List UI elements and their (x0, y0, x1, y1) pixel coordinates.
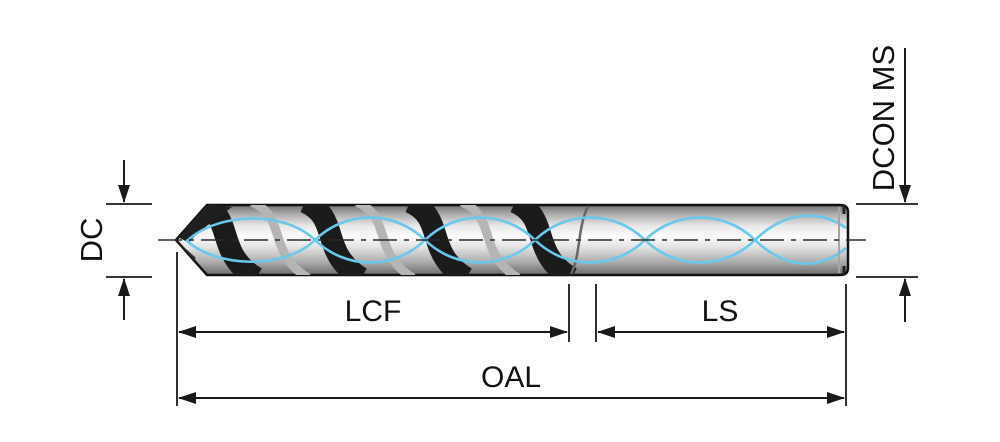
dimension-dcon: DCON MS (856, 45, 918, 322)
dc-label: DC (74, 218, 109, 263)
flute-runout-edge (569, 205, 590, 275)
extension-lines (176, 252, 847, 406)
dimension-lcf: LCF (178, 295, 568, 338)
lcf-label: LCF (345, 295, 402, 328)
dimension-oal: OAL (178, 361, 845, 404)
ls-label: LS (702, 295, 739, 328)
dimension-dc: DC (74, 160, 152, 320)
dimension-ls: LS (597, 295, 845, 338)
dcon-label: DCON MS (866, 45, 901, 191)
oal-label: OAL (481, 361, 541, 394)
